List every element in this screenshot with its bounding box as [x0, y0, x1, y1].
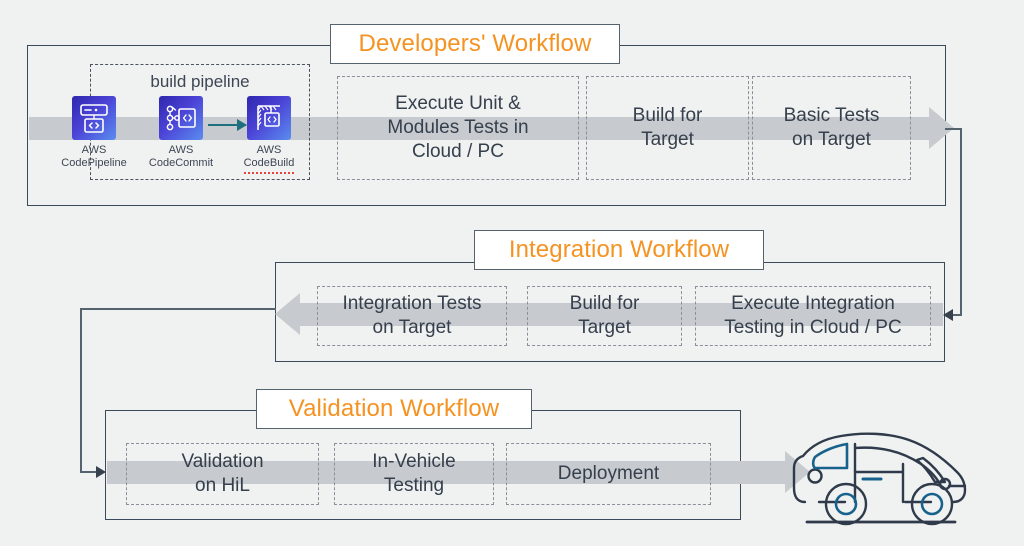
dev-step-2: Build for Target: [586, 76, 749, 180]
aws-node-caption: AWS CodeBuild: [233, 144, 305, 174]
val-step-3-line-1: Deployment: [557, 462, 660, 484]
aws-codepipeline-icon: [72, 96, 116, 140]
aws-codebuild-icon: [247, 96, 291, 140]
int-step-1: Integration Tests on Target: [317, 286, 507, 346]
dev-step-2-line-2: Target: [641, 129, 694, 150]
val-step-3: Deployment: [506, 443, 711, 505]
integration-flow-arrowhead-icon: [275, 293, 300, 335]
int-step-1-line-1: Integration Tests: [342, 292, 482, 314]
developers-workflow-title-label: Developers' Workflow: [358, 30, 592, 57]
dev-step-1-line-3: Cloud / PC: [412, 141, 504, 163]
aws-codecommit-icon: [159, 96, 203, 140]
dev-step-2-line-1: Build for: [632, 104, 703, 126]
connector-dev-to-int-arrowhead-icon: [943, 309, 953, 321]
vehicle-car-icon: [785, 424, 975, 535]
aws-codepipeline-line2: CodePipeline: [61, 157, 127, 170]
int-step-3: Execute Integration Testing in Cloud / P…: [695, 286, 931, 346]
integration-workflow-title-label: Integration Workflow: [508, 236, 730, 263]
int-step-3-line-1: Execute Integration: [731, 292, 895, 314]
developers-workflow-title: Developers' Workflow: [330, 24, 620, 64]
integration-flow-band: [300, 303, 943, 326]
aws-node-caption: AWS CodeCommit: [145, 144, 217, 171]
connector-dev-to-int-top: [945, 128, 962, 130]
int-step-3-line-2: Testing in Cloud / PC: [724, 317, 902, 338]
connector-dev-to-int-bottom: [953, 314, 962, 316]
connector-int-to-val-vertical: [80, 308, 82, 473]
dev-step-1-line-2: Modules Tests in: [387, 116, 529, 138]
validation-flow-band: [107, 461, 785, 484]
connector-int-to-val-top: [80, 308, 276, 310]
val-step-2: In-Vehicle Testing: [334, 443, 494, 505]
val-step-2-line-2: Testing: [383, 475, 445, 496]
val-step-1-line-1: Validation: [181, 450, 264, 472]
val-step-1: Validation on HiL: [126, 443, 319, 505]
pipeline-connector-arrow-icon: [208, 119, 247, 131]
val-step-2-line-1: In-Vehicle: [372, 450, 456, 472]
connector-dev-to-int-vertical: [960, 128, 962, 315]
dev-step-3-line-2: on Target: [792, 129, 871, 150]
int-step-2-line-1: Build for: [569, 292, 640, 314]
aws-node-caption: AWS CodePipeline: [58, 144, 130, 171]
connector-int-to-val-arrowhead-icon: [96, 466, 106, 478]
aws-codecommit-line2: CodeCommit: [148, 157, 214, 170]
dev-step-3-line-1: Basic Tests: [783, 104, 880, 126]
dev-step-3: Basic Tests on Target: [752, 76, 911, 180]
aws-codebuild-line2: CodeBuild: [243, 157, 295, 174]
aws-node-codecommit: AWS CodeCommit: [145, 96, 217, 171]
validation-workflow-title: Validation Workflow: [256, 389, 532, 429]
int-step-1-line-2: on Target: [372, 317, 452, 338]
dev-step-1-line-1: Execute Unit &: [395, 92, 521, 114]
integration-workflow-title: Integration Workflow: [474, 230, 764, 270]
int-step-2: Build for Target: [527, 286, 682, 346]
aws-codecommit-line1: AWS: [168, 144, 194, 156]
aws-codepipeline-line1: AWS: [81, 144, 107, 156]
aws-node-codebuild: AWS CodeBuild: [233, 96, 305, 174]
aws-codebuild-line1: AWS: [256, 144, 282, 156]
build-pipeline-label: build pipeline: [150, 72, 250, 91]
connector-int-to-val-bottom: [80, 471, 98, 473]
int-step-2-line-2: Target: [578, 317, 631, 338]
validation-workflow-title-label: Validation Workflow: [288, 395, 500, 422]
dev-step-1: Execute Unit & Modules Tests in Cloud / …: [337, 76, 579, 180]
val-step-1-line-2: on HiL: [195, 475, 250, 496]
aws-node-codepipeline: AWS CodePipeline: [58, 96, 130, 171]
